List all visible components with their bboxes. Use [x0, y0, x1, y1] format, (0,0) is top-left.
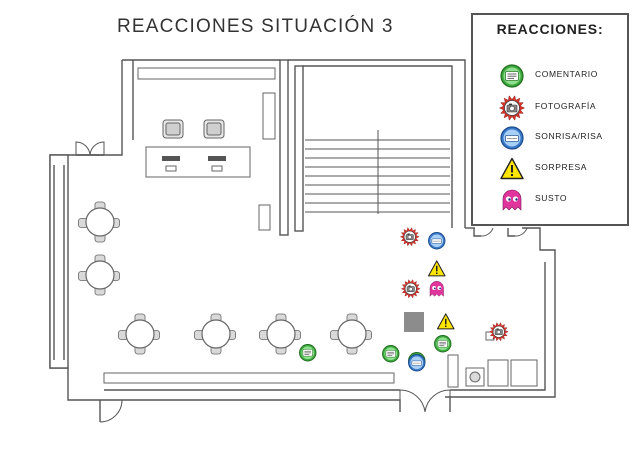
smile-icon [500, 126, 524, 150]
legend-label: FOTOGRAFÍA [535, 101, 597, 111]
furniture [103, 67, 538, 388]
ghost-icon [429, 281, 444, 297]
round-table [118, 313, 160, 355]
legend-item-fotografia: FOTOGRAFÍA [473, 93, 627, 123]
reaction-markers [299, 227, 509, 372]
legend-label: COMENTARIO [535, 69, 598, 79]
warning-icon [500, 157, 524, 180]
comment-icon [434, 335, 452, 353]
legend-box: REACCIONES: COMENTARIO FOTOGRAFÍA SONRIS… [471, 13, 629, 226]
round-table [259, 313, 301, 355]
doors [75, 141, 528, 423]
legend-label: SONRISA/RISA [535, 131, 603, 141]
round-table [78, 201, 120, 243]
camera-burst-icon [488, 322, 509, 342]
legend-label: SORPRESA [535, 162, 588, 172]
legend-item-sorpresa: SORPRESA [473, 154, 627, 184]
page-title: REACCIONES SITUACIÓN 3 [117, 16, 394, 37]
round-table [78, 254, 120, 296]
comment-icon [299, 344, 317, 362]
round-table [194, 313, 236, 355]
camera-burst-icon [399, 227, 420, 247]
warning-icon [436, 313, 455, 330]
legend-title: REACCIONES: [496, 21, 604, 37]
smile-icon [428, 232, 446, 250]
camera-burst-icon [499, 95, 525, 121]
comment-icon [382, 345, 400, 363]
ghost-icon [502, 189, 522, 211]
warning-icon [427, 260, 446, 277]
legend-label: SUSTO [535, 193, 568, 203]
camera-burst-icon [400, 279, 421, 299]
legend-item-comentario: COMENTARIO [473, 61, 627, 91]
legend-item-susto: SUSTO [473, 185, 627, 215]
comment-icon [500, 64, 524, 88]
round-table [330, 313, 372, 355]
legend-item-sonrisa: SONRISA/RISA [473, 123, 627, 153]
grey-block [404, 312, 424, 332]
tables [78, 201, 372, 355]
smile-icon [408, 354, 426, 372]
staircase [305, 130, 450, 214]
walls [49, 59, 556, 422]
